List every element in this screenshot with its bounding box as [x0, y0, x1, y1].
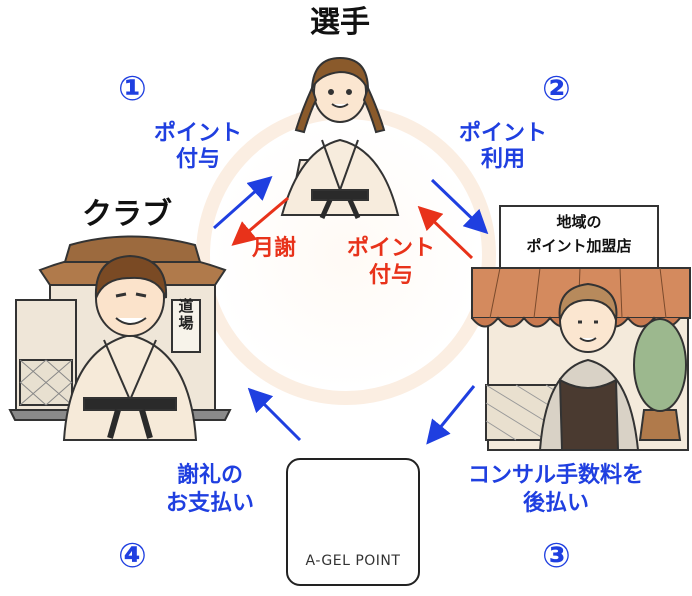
- step-2-label-line-1: ポイント: [458, 121, 547, 146]
- agel-point-logo-card: A-GEL POINT: [286, 458, 420, 586]
- step-3-label-line-1: コンサル手数料を: [467, 463, 644, 488]
- step-1-label-line-1: ポイント: [153, 121, 242, 146]
- store-sign-line-1: 地域の: [556, 213, 602, 231]
- step-1-number: ①: [118, 69, 147, 109]
- step-4-label-line-2: お支払い: [165, 491, 254, 516]
- club-title: クラブ: [82, 197, 172, 232]
- logo-text: A-GEL POINT: [305, 553, 401, 570]
- store-clerk: [538, 282, 640, 451]
- arrow-player-to-store: [430, 178, 489, 235]
- arrow-logo-to-club: [247, 387, 302, 442]
- step-4-label-line-1: 謝礼の: [176, 463, 243, 488]
- club-character: [62, 254, 198, 441]
- player-title: 選手: [310, 5, 370, 40]
- step-1-label-line-2: 付与: [175, 147, 220, 172]
- points-label-line-2: 付与: [368, 263, 413, 288]
- step-3-number: ③: [542, 536, 571, 576]
- arrow-player-to-club: [231, 196, 289, 246]
- step-3-label-line-2: 後払い: [522, 491, 589, 516]
- player-figure: [280, 56, 400, 220]
- dojo-banner: 道場: [178, 297, 194, 332]
- arrow-store-to-player: [417, 205, 474, 260]
- store-sign-line-2: ポイント加盟店: [526, 237, 632, 255]
- points-label-line-1: ポイント: [346, 236, 435, 261]
- arrow-store-to-logo: [426, 385, 476, 445]
- arrow-club-to-player: [213, 176, 273, 230]
- step-2-label-line-2: 利用: [480, 147, 525, 172]
- step-2-number: ②: [542, 69, 571, 109]
- fee-label: 月謝: [252, 236, 297, 261]
- step-4-number: ④: [118, 536, 147, 576]
